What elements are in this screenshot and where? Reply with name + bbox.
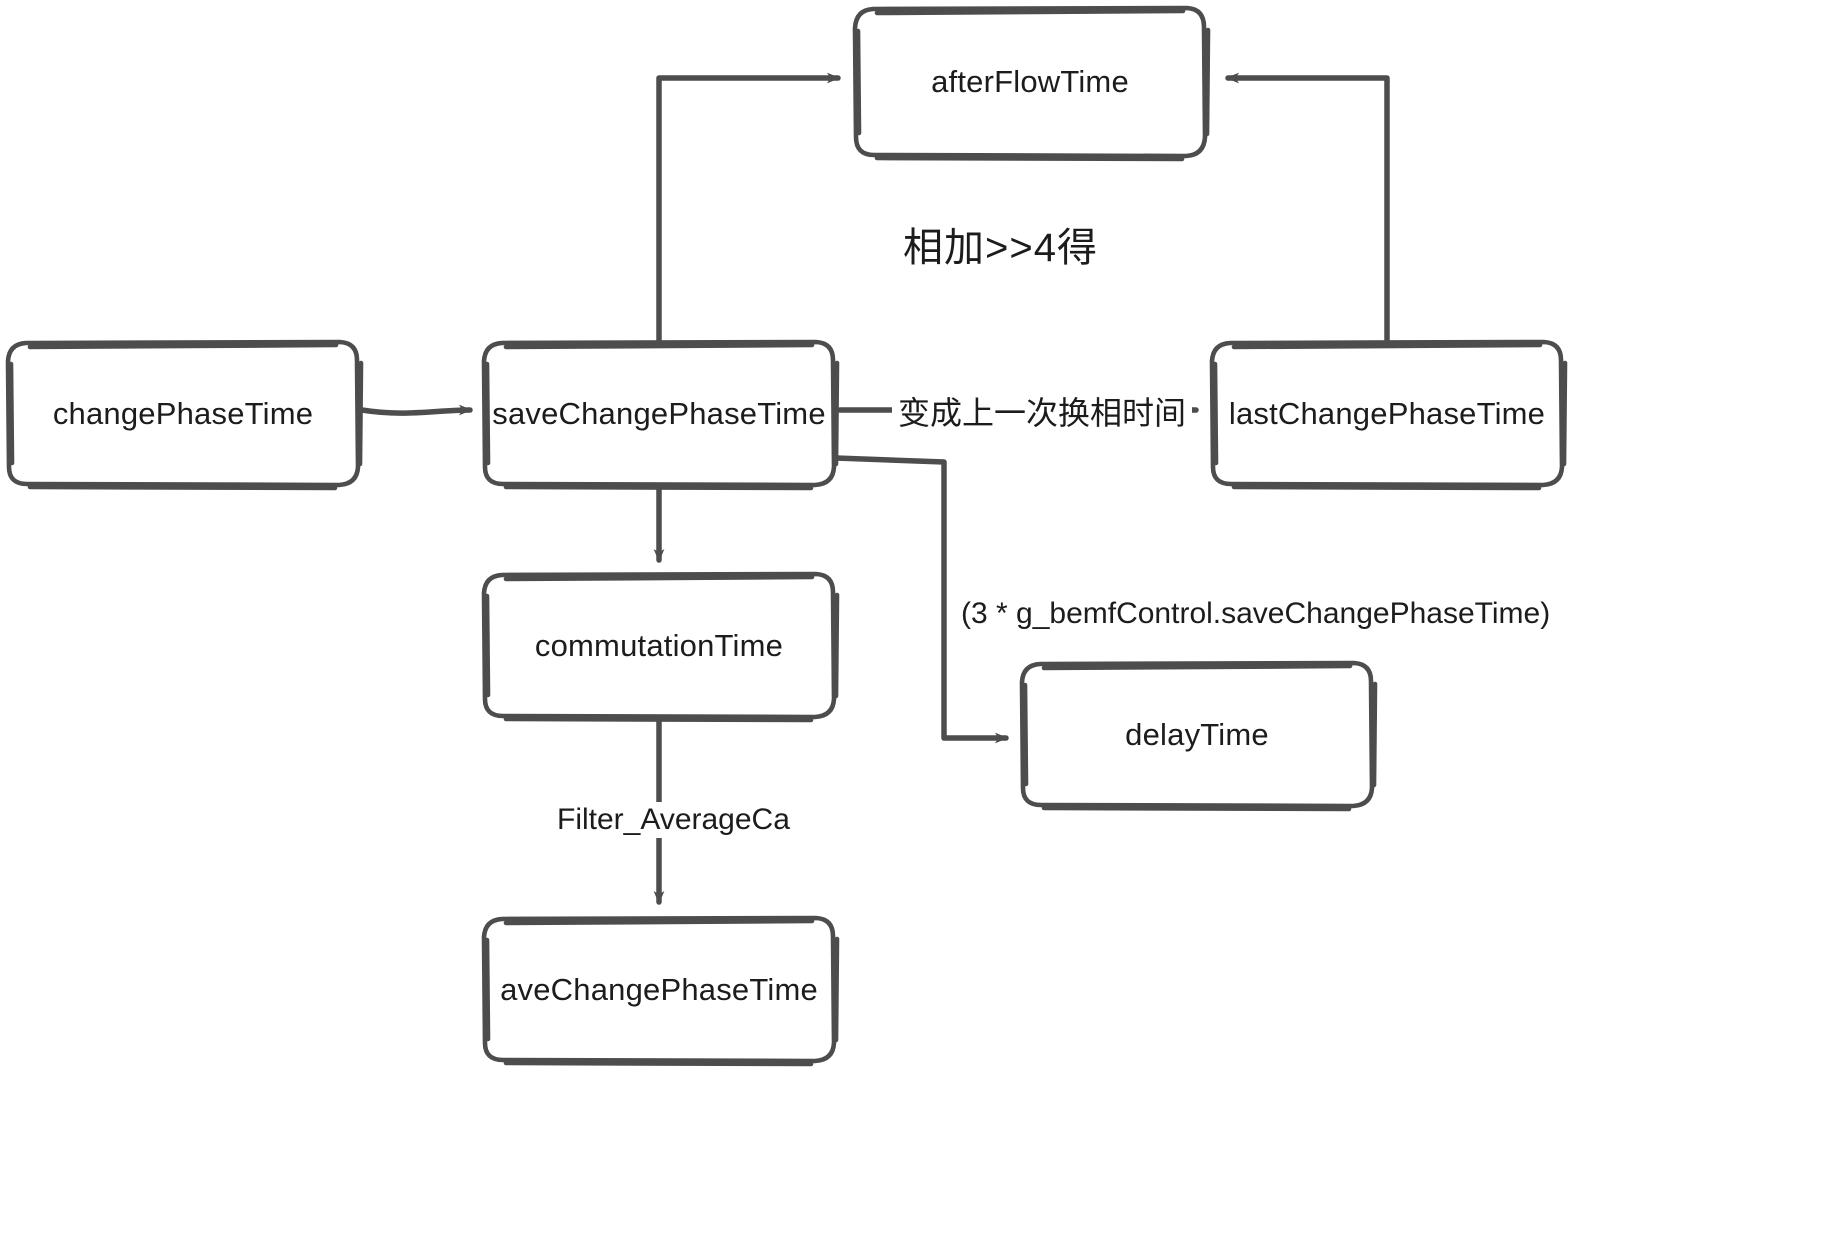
node-avechangephasetime[interactable]: aveChangePhaseTime (481, 915, 840, 1067)
edge-label-become-last-phase: 变成上一次换相时间 (892, 394, 1193, 433)
node-lastchangephasetime[interactable]: lastChangePhaseTime (1209, 339, 1568, 491)
node-label-avechangephasetime: aveChangePhaseTime (500, 971, 818, 1007)
node-savechangephasetime[interactable]: saveChangePhaseTime (481, 339, 840, 491)
edge-savechangephasetime-to-delaytime (833, 455, 1009, 744)
node-label-savechangephasetime: saveChangePhaseTime (492, 395, 826, 431)
edge-label-add-shift-4: 相加>>4得 (897, 224, 1104, 272)
node-label-commutationtime: commutationTime (534, 627, 784, 663)
node-label-afterflowtime: afterFlowTime (931, 64, 1129, 100)
node-commutationtime[interactable]: commutationTime (481, 571, 840, 723)
node-delaytime[interactable]: delayTime (1019, 660, 1378, 812)
node-afterflowtime[interactable]: afterFlowTime (852, 5, 1211, 162)
edge-savechangephasetime-to-afterflowtime (656, 72, 841, 349)
edge-lastchangephasetime-to-afterflowtime (1225, 72, 1390, 349)
node-label-delaytime: delayTime (1125, 716, 1269, 752)
edge-label-filter-average: Filter_AverageCa (551, 802, 796, 838)
node-label-lastchangephasetime: lastChangePhaseTime (1228, 395, 1546, 431)
node-label-changephasetime: changePhaseTime (52, 395, 314, 431)
edge-changephasetime-to-savechangephasetime (359, 404, 473, 416)
edge-label-delay-formula: (3 * g_bemfControl.saveChangePhaseTime) (955, 596, 1557, 632)
node-changephasetime[interactable]: changePhaseTime (5, 339, 364, 491)
